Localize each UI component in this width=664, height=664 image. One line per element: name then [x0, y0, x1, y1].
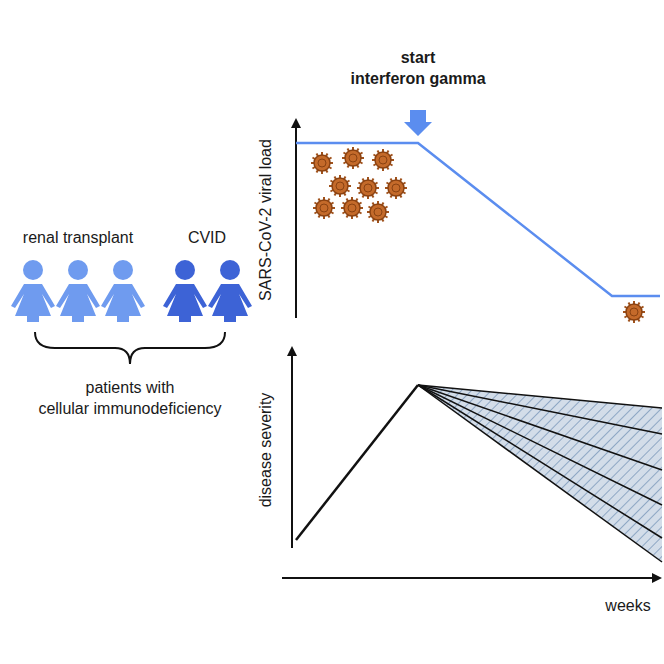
- virus-body: [316, 200, 332, 216]
- outcome-line: [418, 385, 662, 538]
- virus: [311, 152, 333, 174]
- outcome-line: [418, 385, 662, 505]
- virus-body: [345, 150, 361, 166]
- person-head: [175, 260, 195, 280]
- bracket-label: patients with: [86, 379, 175, 397]
- virus-body: [626, 304, 642, 320]
- patient-icons: [11, 260, 252, 322]
- person-body: [101, 284, 145, 322]
- virus-core: [630, 308, 638, 316]
- virus-body: [375, 152, 391, 168]
- virus-core: [349, 154, 357, 162]
- person-body: [56, 284, 100, 322]
- virus: [385, 177, 407, 199]
- group-bracket: [35, 332, 225, 364]
- virus-body: [344, 200, 360, 216]
- annotation-label: interferon gamma: [350, 70, 485, 88]
- axis-label: SARS-CoV-2 viral load: [257, 139, 275, 301]
- virus-core: [374, 208, 382, 216]
- virus-core: [392, 184, 400, 192]
- outcome-line: [418, 385, 662, 470]
- virus-core: [336, 182, 344, 190]
- axis-label: weeks: [605, 597, 650, 615]
- virus-body: [388, 180, 404, 196]
- start-arrow: [404, 110, 432, 136]
- person-head: [113, 260, 133, 280]
- outcome-line: [418, 385, 662, 408]
- virus: [329, 175, 351, 197]
- person-body: [163, 284, 207, 322]
- viral-load-line: [296, 143, 660, 296]
- virus-body: [360, 180, 376, 196]
- virus: [623, 301, 645, 323]
- group-label: CVID: [188, 229, 226, 247]
- virus-core: [320, 204, 328, 212]
- severity-range: [418, 385, 662, 562]
- bracket-label: cellular immunodeficiency: [38, 400, 221, 418]
- virus-core: [348, 204, 356, 212]
- person-head: [220, 260, 240, 280]
- virus-body: [370, 204, 386, 220]
- virus-body: [314, 155, 330, 171]
- virus: [341, 197, 363, 219]
- virus: [342, 147, 364, 169]
- virus-core: [318, 159, 326, 167]
- virus-particles: [311, 147, 645, 323]
- group-label: renal transplant: [23, 229, 133, 247]
- outcome-line: [418, 385, 662, 562]
- y-axis: [291, 348, 293, 548]
- annotation-label: start: [401, 49, 436, 67]
- virus: [367, 201, 389, 223]
- virus-core: [379, 156, 387, 164]
- virus-body: [332, 178, 348, 194]
- person-body: [208, 284, 252, 322]
- person-body: [11, 284, 55, 322]
- axis-label: disease severity: [257, 393, 275, 508]
- y-axis: [295, 120, 297, 318]
- person-head: [23, 260, 43, 280]
- virus: [372, 149, 394, 171]
- virus: [357, 177, 379, 199]
- person-head: [68, 260, 88, 280]
- virus-core: [364, 184, 372, 192]
- x-axis: [282, 577, 660, 579]
- outcome-line: [418, 385, 662, 434]
- severity-line: [296, 385, 418, 540]
- virus: [313, 197, 335, 219]
- severity-lines: [418, 385, 662, 562]
